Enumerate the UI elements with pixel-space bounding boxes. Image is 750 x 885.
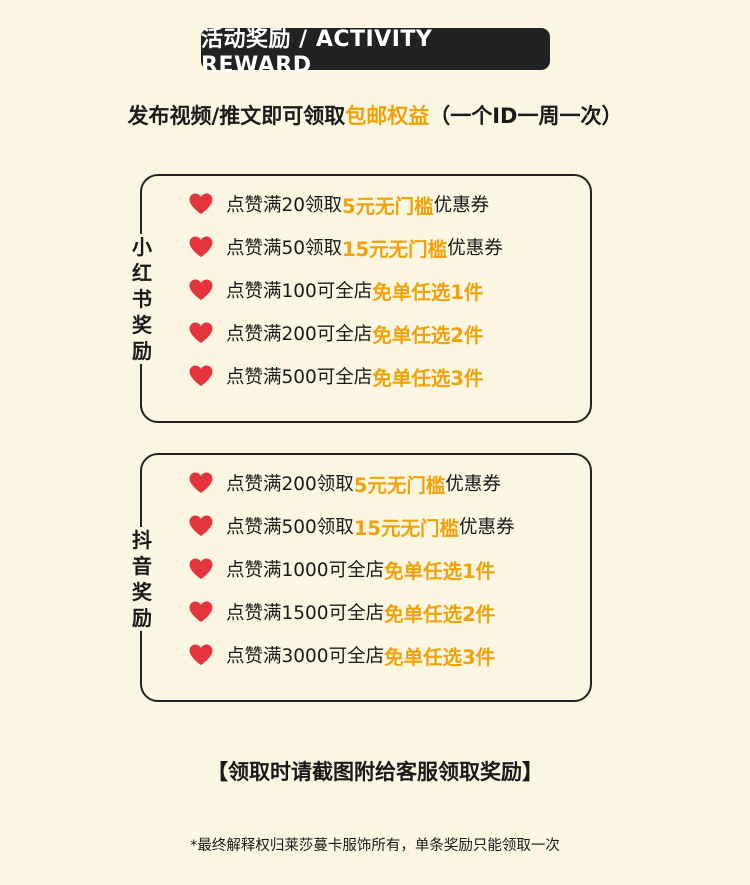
reward-condition: 点赞满500领取 <box>226 517 354 538</box>
reward-highlight: 5元无门槛 <box>342 194 434 218</box>
label-char: 奖 <box>132 580 152 604</box>
reward-highlight: 免单任选1件 <box>372 280 484 304</box>
label-char: 书 <box>132 287 152 311</box>
reward-highlight: 5元无门槛 <box>353 473 446 497</box>
heart-icon <box>189 558 213 579</box>
subtitle-highlight: 包邮权益 <box>345 104 430 128</box>
label-char: 奖 <box>132 313 152 337</box>
reward-condition: 点赞满50领取 <box>226 238 343 259</box>
reward-row: 点赞满3000可全店免单任选3件 <box>188 640 588 670</box>
heart-icon <box>189 472 213 493</box>
reward-highlight: 免单任选2件 <box>384 602 496 626</box>
label-char: 音 <box>132 554 152 578</box>
heart-icon <box>189 279 213 300</box>
heart-icon <box>189 601 213 622</box>
label-char: 抖 <box>132 528 152 552</box>
reward-highlight: 免单任选2件 <box>372 323 484 347</box>
subtitle-suffix: （一个ID一周一次） <box>429 104 623 128</box>
reward-condition: 点赞满1000可全店 <box>226 560 385 581</box>
heart-icon <box>189 515 213 536</box>
reward-highlight: 免单任选3件 <box>372 366 484 390</box>
reward-condition: 点赞满3000可全店 <box>226 646 385 667</box>
heart-icon <box>189 193 213 214</box>
reward-condition: 点赞满1500可全店 <box>226 603 385 624</box>
heart-icon <box>189 644 213 665</box>
claim-instruction: 【领取时请截图附给客服领取奖励】 <box>207 760 543 784</box>
xiaohongshu-card-label: 小 红 书 奖 励 <box>130 234 154 364</box>
reward-row: 点赞满1500可全店免单任选2件 <box>188 597 588 627</box>
reward-condition: 点赞满200领取 <box>226 474 354 495</box>
douyin-card-label: 抖 音 奖 励 <box>130 527 154 631</box>
subtitle: 发布视频/推文即可领取包邮权益（一个ID一周一次） <box>0 100 750 130</box>
label-char: 励 <box>132 606 152 630</box>
reward-condition: 点赞满500可全店 <box>226 367 373 388</box>
reward-condition: 点赞满100可全店 <box>226 281 373 302</box>
reward-highlight: 免单任选1件 <box>384 559 496 583</box>
reward-suffix: 优惠券 <box>458 517 515 538</box>
reward-row: 点赞满200可全店免单任选2件 <box>188 318 588 348</box>
label-char: 红 <box>132 261 152 285</box>
reward-suffix: 优惠券 <box>445 474 501 495</box>
activity-reward-title: 活动奖励 / ACTIVITY REWARD <box>201 27 550 78</box>
label-char: 小 <box>132 235 152 259</box>
reward-suffix: 优惠券 <box>433 195 490 216</box>
reward-highlight: 15元无门槛 <box>342 237 448 261</box>
footer-disclaimer: *最终解释权归莱莎蔓卡服饰所有，单条奖励只能领取一次 <box>190 838 560 854</box>
reward-condition: 点赞满20领取 <box>226 195 343 216</box>
reward-suffix: 优惠券 <box>447 238 503 259</box>
reward-highlight: 15元无门槛 <box>353 516 459 540</box>
label-char: 励 <box>132 339 152 363</box>
reward-row: 点赞满1000可全店免单任选1件 <box>188 554 588 584</box>
heart-icon <box>189 365 213 386</box>
subtitle-prefix: 发布视频/推文即可领取 <box>127 104 346 128</box>
reward-condition: 点赞满200可全店 <box>226 324 373 345</box>
heart-icon <box>189 236 213 257</box>
reward-row: 点赞满500可全店免单任选3件 <box>188 361 588 391</box>
reward-highlight: 免单任选3件 <box>384 645 496 669</box>
heart-icon <box>189 322 213 343</box>
reward-row: 点赞满100可全店免单任选1件 <box>188 275 588 305</box>
